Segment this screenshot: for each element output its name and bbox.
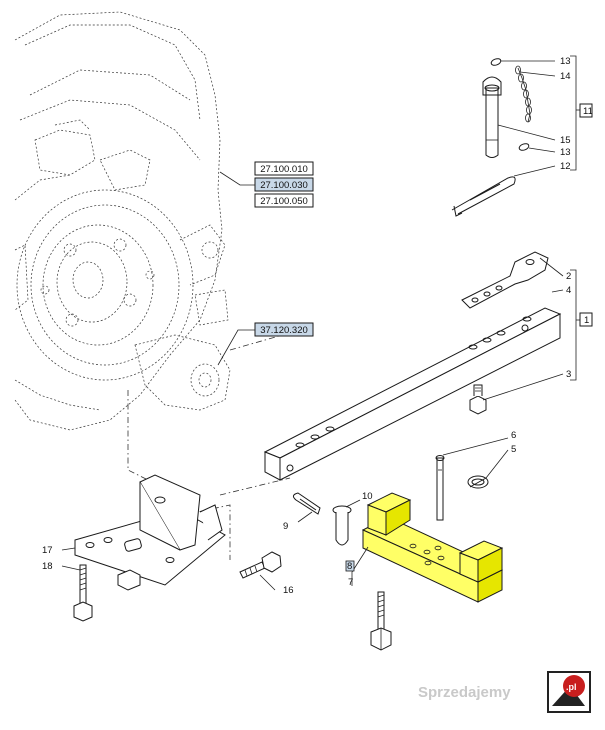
hitch-bracket — [74, 474, 226, 591]
callout-14: 14 — [560, 71, 571, 82]
callout-8-box[interactable] — [345, 560, 355, 572]
bolt-7 — [370, 591, 392, 651]
bracket-box-pin-group[interactable] — [579, 103, 593, 118]
ref-box-2-highlighted[interactable] — [254, 177, 314, 192]
watermark: Sprzedajemy .pl — [418, 671, 591, 713]
ref-box-3[interactable] — [254, 193, 314, 208]
pin-6 — [435, 455, 445, 521]
ref-label-3: 27.100.050 — [260, 196, 308, 207]
callout-13-top: 13 — [560, 56, 571, 67]
callout-2: 2 — [566, 271, 571, 282]
callout-12: 12 — [560, 161, 571, 172]
bolt-3 — [469, 384, 487, 415]
callout-3: 3 — [566, 369, 571, 380]
pin-group — [451, 55, 593, 217]
yellow-support-part — [361, 492, 504, 603]
ref-label-1: 27.100.010 — [260, 164, 308, 175]
transmission-housing — [14, 11, 301, 560]
reference-box-single[interactable]: 37.120.320 — [217, 322, 314, 366]
callout-16: 16 — [283, 585, 294, 596]
callout-8: 8 — [347, 561, 352, 572]
bolt-18 — [73, 564, 93, 622]
ref-box-1[interactable] — [254, 161, 314, 176]
clip-5 — [467, 475, 489, 489]
callout-11-group: 11 — [583, 106, 593, 117]
watermark-text: Sprzedajemy — [418, 684, 511, 701]
callout-17: 17 — [42, 545, 53, 556]
ref-label-single: 37.120.320 — [260, 325, 308, 336]
bolt-16 — [239, 551, 282, 579]
callout-6: 6 — [511, 430, 516, 441]
ref-label-2: 27.100.030 — [260, 180, 308, 191]
clip-9 — [292, 492, 321, 515]
callout-4: 4 — [566, 285, 571, 296]
bracket-box-drawbar-group[interactable] — [579, 312, 593, 327]
callout-15: 15 — [560, 135, 571, 146]
callout-18: 18 — [42, 561, 53, 572]
callout-10: 10 — [362, 491, 373, 502]
callout-9: 9 — [283, 521, 288, 532]
callout-5: 5 — [511, 444, 516, 455]
ref-box-single[interactable] — [254, 322, 314, 337]
callout-1-group: 1 — [584, 315, 589, 326]
callout-labels: 13 14 15 13 12 11 2 4 3 1 6 5 10 9 8 7 1… — [42, 56, 593, 596]
pin-10 — [332, 505, 352, 546]
watermark-logo-icon: .pl — [547, 671, 591, 713]
drawbar — [263, 307, 562, 481]
callout-7: 7 — [348, 577, 353, 588]
reference-box-group-a[interactable]: 27.100.010 27.100.030 27.100.050 — [219, 161, 314, 208]
watermark-badge: .pl — [566, 682, 577, 692]
link-plate — [461, 251, 549, 309]
callout-13-bottom: 13 — [560, 147, 571, 158]
